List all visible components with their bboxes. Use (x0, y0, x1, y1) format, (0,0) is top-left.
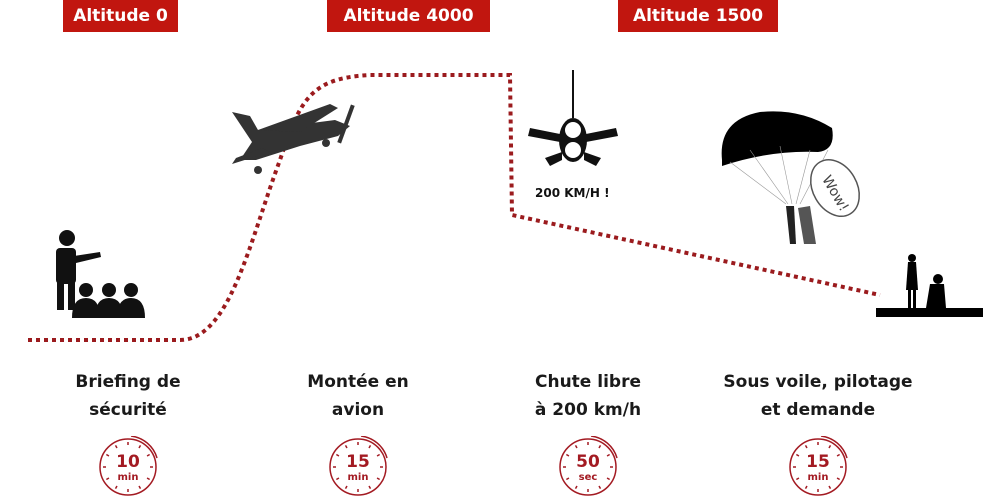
duration-unit: min (117, 472, 139, 483)
step-line: Chute libre (535, 372, 641, 392)
parachute-icon: Wow! (721, 111, 860, 244)
step-line: sécurité (89, 400, 167, 420)
step-line: Sous voile, pilotage (723, 372, 913, 392)
duration-unit: min (807, 472, 829, 483)
duration-value: 10 (116, 452, 140, 472)
stopwatch-icon (99, 435, 158, 496)
altitude-badge-4000: Altitude 4000 (327, 0, 490, 32)
altitude-badge-1500: Altitude 1500 (618, 0, 778, 32)
duration-unit: sec (578, 472, 598, 483)
airplane-icon (232, 104, 355, 174)
step-line: à 200 km/h (534, 400, 642, 420)
stopwatch-icon (329, 435, 388, 496)
step-line: avion (331, 400, 385, 420)
altitude-badge-0: Altitude 0 (63, 0, 178, 32)
stopwatch-icon (789, 435, 848, 496)
step-label-freefall: Chute libre à 200 km/h (478, 368, 698, 424)
stopwatch-icon (559, 435, 618, 496)
step-label-climb: Montée en avion (248, 368, 468, 424)
duration-unit: min (347, 472, 369, 483)
landing-couple-icon (876, 254, 983, 317)
skydiver-icon (528, 70, 618, 166)
speed-callout: 200 KM/H ! (535, 186, 610, 200)
duration-value: 15 (346, 452, 370, 472)
duration-value: 15 (806, 452, 830, 472)
duration-value: 50 (576, 452, 600, 472)
step-label-briefing: Briefing de sécurité (18, 368, 238, 424)
briefing-icon (56, 230, 145, 318)
step-line: et demande (760, 400, 876, 420)
step-line: Briefing de (75, 372, 181, 392)
step-line: Montée en (307, 372, 409, 392)
step-label-canopy: Sous voile, pilotage et demande (708, 368, 928, 424)
